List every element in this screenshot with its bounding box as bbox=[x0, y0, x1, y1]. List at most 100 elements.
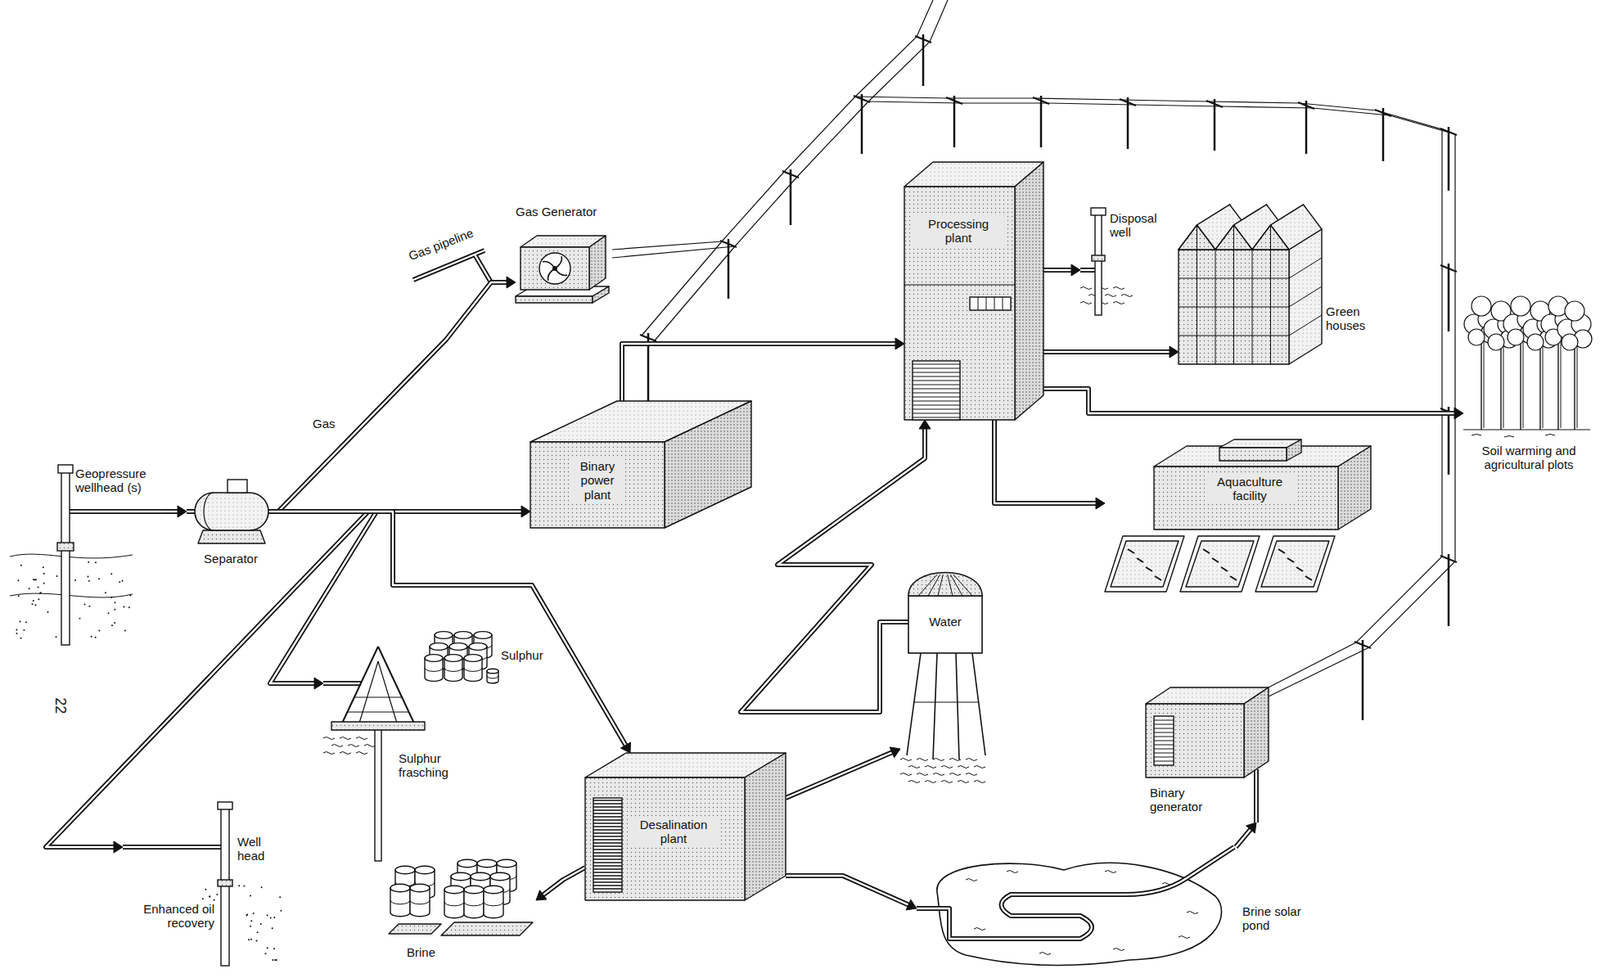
facility-illustration bbox=[37, 585, 40, 588]
facility-illustration bbox=[113, 621, 116, 624]
facility-illustration bbox=[1104, 437, 1371, 595]
facility-illustration bbox=[1154, 576, 1162, 581]
facility-illustration bbox=[40, 591, 42, 594]
facility-illustration bbox=[464, 901, 484, 906]
facility-illustration bbox=[227, 479, 248, 493]
facility-illustration bbox=[593, 848, 622, 850]
facility-illustration bbox=[9, 554, 133, 559]
pipe-connector bbox=[270, 511, 377, 690]
facility-illustration bbox=[1153, 716, 1174, 766]
facility-illustration bbox=[908, 595, 983, 654]
facility-illustration bbox=[1153, 752, 1174, 754]
pipe-connector bbox=[45, 511, 369, 848]
facility-illustration bbox=[113, 601, 116, 604]
pipe-connector bbox=[1043, 388, 1455, 414]
facility-illustration bbox=[1178, 225, 1216, 250]
facility-illustration bbox=[423, 628, 555, 699]
pipe-connector bbox=[1043, 269, 1072, 271]
facility-illustration bbox=[15, 628, 18, 631]
facility-illustration bbox=[94, 561, 97, 564]
facility-illustration bbox=[468, 643, 487, 651]
facility-illustration bbox=[129, 594, 131, 596]
facility-illustration bbox=[273, 916, 275, 919]
power-pole bbox=[640, 334, 657, 342]
facility-illustration bbox=[124, 629, 127, 631]
facility-illustration bbox=[744, 752, 786, 901]
pipe-connector bbox=[994, 419, 1096, 504]
facility-illustration bbox=[972, 653, 986, 756]
pipe-connector bbox=[785, 752, 893, 798]
facility-illustration bbox=[122, 846, 221, 848]
facility-illustration bbox=[122, 844, 221, 850]
facility-illustration bbox=[1507, 329, 1524, 346]
pipe-connector bbox=[270, 511, 377, 684]
facility-illustration bbox=[912, 364, 960, 366]
power-pole bbox=[1354, 641, 1371, 649]
facility-illustration bbox=[1006, 870, 1019, 874]
facility-illustration bbox=[585, 752, 786, 901]
facility-illustration bbox=[1560, 339, 1562, 429]
facility-illustration bbox=[1121, 294, 1133, 298]
facility-illustration bbox=[1203, 549, 1210, 554]
facility-illustration bbox=[94, 636, 97, 639]
node-label: Enhanced oil recovery bbox=[122, 901, 215, 931]
facility-illustration bbox=[395, 865, 415, 875]
facility-illustration bbox=[271, 927, 274, 929]
node-label: Gas Generator bbox=[515, 204, 614, 219]
facility-illustration bbox=[424, 631, 499, 684]
facility-illustration bbox=[364, 744, 376, 748]
power-pole bbox=[953, 95, 956, 148]
facility-illustration bbox=[916, 847, 1235, 939]
facility-illustration bbox=[1289, 257, 1322, 279]
facility-illustration bbox=[20, 637, 23, 640]
facility-illustration bbox=[186, 479, 279, 544]
facility-illustration bbox=[965, 878, 978, 882]
facility-illustration bbox=[924, 780, 937, 784]
facility-illustration bbox=[986, 297, 988, 311]
power-pole bbox=[1032, 97, 1050, 104]
facility-illustration bbox=[593, 881, 622, 883]
facility-illustration bbox=[1503, 339, 1505, 429]
facility-illustration bbox=[122, 802, 282, 966]
facility-illustration bbox=[593, 829, 622, 830]
facility-illustration bbox=[331, 744, 343, 748]
pipe-connector bbox=[785, 752, 893, 798]
power-line-wires bbox=[612, 0, 1456, 698]
facility-illustration bbox=[1577, 339, 1578, 429]
facility-illustration bbox=[953, 574, 973, 596]
facility-illustration bbox=[1219, 447, 1287, 461]
power-line-wires bbox=[654, 246, 735, 341]
facility-illustration bbox=[339, 752, 352, 755]
pipe-connector bbox=[785, 747, 901, 798]
facility-node: Sulphur bbox=[423, 628, 555, 699]
pipe-connector bbox=[1043, 349, 1170, 355]
facility-illustration bbox=[217, 802, 233, 810]
facility-illustration bbox=[1471, 296, 1492, 316]
facility-illustration bbox=[1039, 952, 1051, 956]
facility-illustration bbox=[121, 580, 124, 582]
facility-illustration bbox=[955, 653, 960, 760]
facility-illustration bbox=[61, 471, 70, 645]
facility-illustration bbox=[464, 654, 483, 663]
power-pole bbox=[640, 34, 1457, 721]
facility-illustration bbox=[520, 247, 590, 290]
facility-illustration bbox=[1127, 549, 1135, 554]
facility-illustration bbox=[31, 603, 33, 605]
facility-illustration bbox=[912, 417, 960, 419]
facility-illustration bbox=[965, 773, 978, 776]
facility-illustration bbox=[1080, 301, 1092, 305]
facility-illustration bbox=[912, 360, 960, 420]
facility-illustration bbox=[15, 632, 18, 635]
facility-illustration bbox=[213, 899, 216, 902]
facility-illustration bbox=[1145, 567, 1153, 572]
pipe-connector bbox=[889, 747, 901, 758]
facility-illustration bbox=[1289, 286, 1322, 307]
node-label: Brine solar pond bbox=[1242, 904, 1307, 933]
facility-node: Well headEnhanced oil recovery bbox=[122, 802, 287, 966]
facility-illustration bbox=[347, 744, 360, 748]
facility-illustration bbox=[932, 773, 945, 776]
facility-illustration bbox=[331, 721, 425, 731]
facility-illustration bbox=[441, 922, 533, 936]
facility-illustration bbox=[74, 579, 77, 582]
facility-illustration bbox=[279, 910, 282, 912]
